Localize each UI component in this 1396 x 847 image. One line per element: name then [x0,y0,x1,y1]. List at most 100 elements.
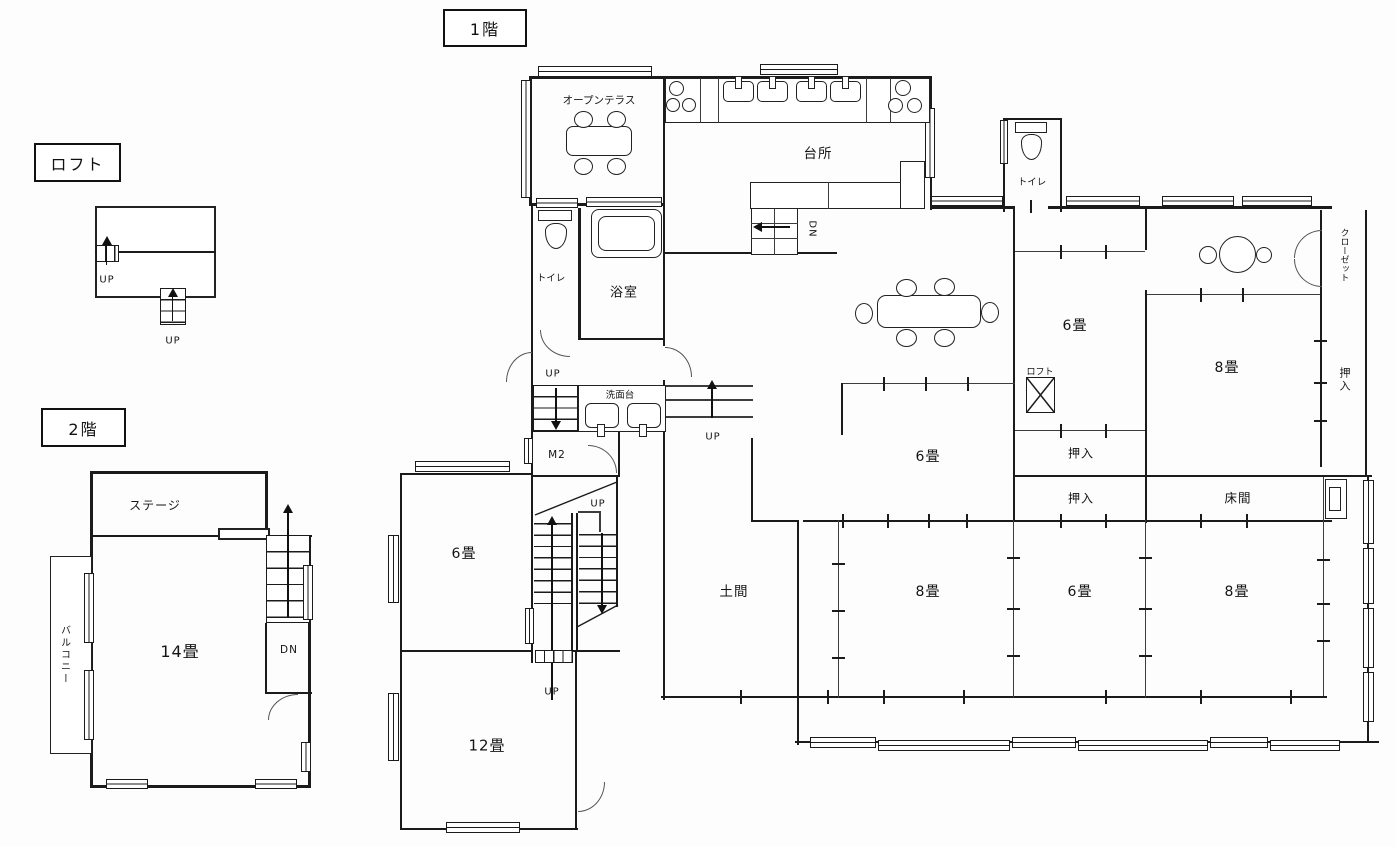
stove-burner [666,98,680,112]
room-label-toilet-top: トイレ [1017,177,1047,188]
arrow-head [283,504,293,513]
door-tick [1200,514,1202,528]
window [525,608,534,644]
window [925,108,935,178]
wall [751,520,799,523]
room-label-6jo-mid: 6畳 [915,449,941,465]
direction-arrow [172,293,174,321]
door-tick [1290,690,1292,704]
kitchen-island [900,161,925,209]
wall [1048,206,1332,209]
window [1066,196,1140,206]
door-tick [1060,514,1062,528]
arrow-head [551,421,561,430]
wall [570,650,620,653]
loft-title: ロフト [50,154,105,174]
wall [90,535,268,537]
chair [934,278,955,296]
stair-tread [751,223,798,225]
room-label-balcony: バルコニー [58,625,70,685]
door-arc [506,352,532,382]
stair-rail [578,511,601,513]
stove-burner [669,81,684,96]
door-arc [1294,259,1322,287]
wall [265,471,268,537]
step-line [666,416,753,418]
window [1363,672,1374,722]
room-label-kitchen: 台所 [803,146,833,162]
toilet-fixture [1015,122,1047,133]
wall [1060,118,1062,212]
toilet-fixture [538,210,572,221]
window [84,573,94,643]
counter-divider [700,78,702,123]
window [586,197,662,207]
stage-rail [218,528,270,540]
window [1363,480,1374,544]
window [1210,737,1268,748]
window [538,66,652,77]
chair [574,111,593,128]
stairs [535,650,573,663]
door-tick [1007,608,1020,610]
door-tick [1314,382,1327,384]
faucet [597,424,605,437]
room-label-6jo-west: 6畳 [451,546,477,562]
door-tick [966,514,968,528]
door-tick [1317,640,1330,642]
wall [663,76,666,346]
wash-basin [585,403,619,428]
room-label-14jo: 14畳 [160,642,200,661]
window [1363,608,1374,668]
direction-arrow [551,524,553,700]
wall [578,208,581,338]
wall [575,650,578,830]
room-label-12jo: 12畳 [468,736,506,755]
stair-up-label: UP [590,498,606,510]
terrace-table [566,126,632,156]
door-arc [268,694,298,720]
wall [531,475,620,478]
faucet [808,76,815,89]
door-tick [883,377,885,391]
window [446,822,520,833]
stair-tread [751,238,798,240]
floor2-title-box: 2階 [41,408,126,447]
room-label-stage: ステージ [129,498,181,513]
direction-arrow [106,243,108,265]
chair [1199,246,1217,264]
window [760,64,838,75]
wall [1015,475,1372,477]
kitchen-dn-label: DN [806,220,818,238]
door-tick [740,690,742,704]
step-line [666,399,753,401]
door-tick [963,690,965,704]
door-tick [1200,690,1202,704]
window [106,779,148,789]
window [524,438,533,464]
chair [607,111,626,128]
wall [400,473,533,476]
wall [95,251,216,253]
partition [838,520,840,698]
genkan-up-label: UP [705,431,721,443]
stair-cut-lines [534,481,619,628]
direction-arrow [760,226,790,228]
arrow-head [753,222,762,232]
window [255,779,297,789]
wall [308,535,311,787]
wall [663,252,837,255]
door-tick [832,610,845,612]
door-tick [832,563,845,565]
door-tick [883,690,885,704]
wall [841,383,843,435]
chair [896,279,917,297]
door-tick [1007,655,1020,657]
window [303,565,313,620]
partition [1147,294,1322,296]
door-tick [1317,603,1330,605]
door-tick [1139,608,1152,610]
door-tick [842,514,844,528]
wall [616,477,618,607]
